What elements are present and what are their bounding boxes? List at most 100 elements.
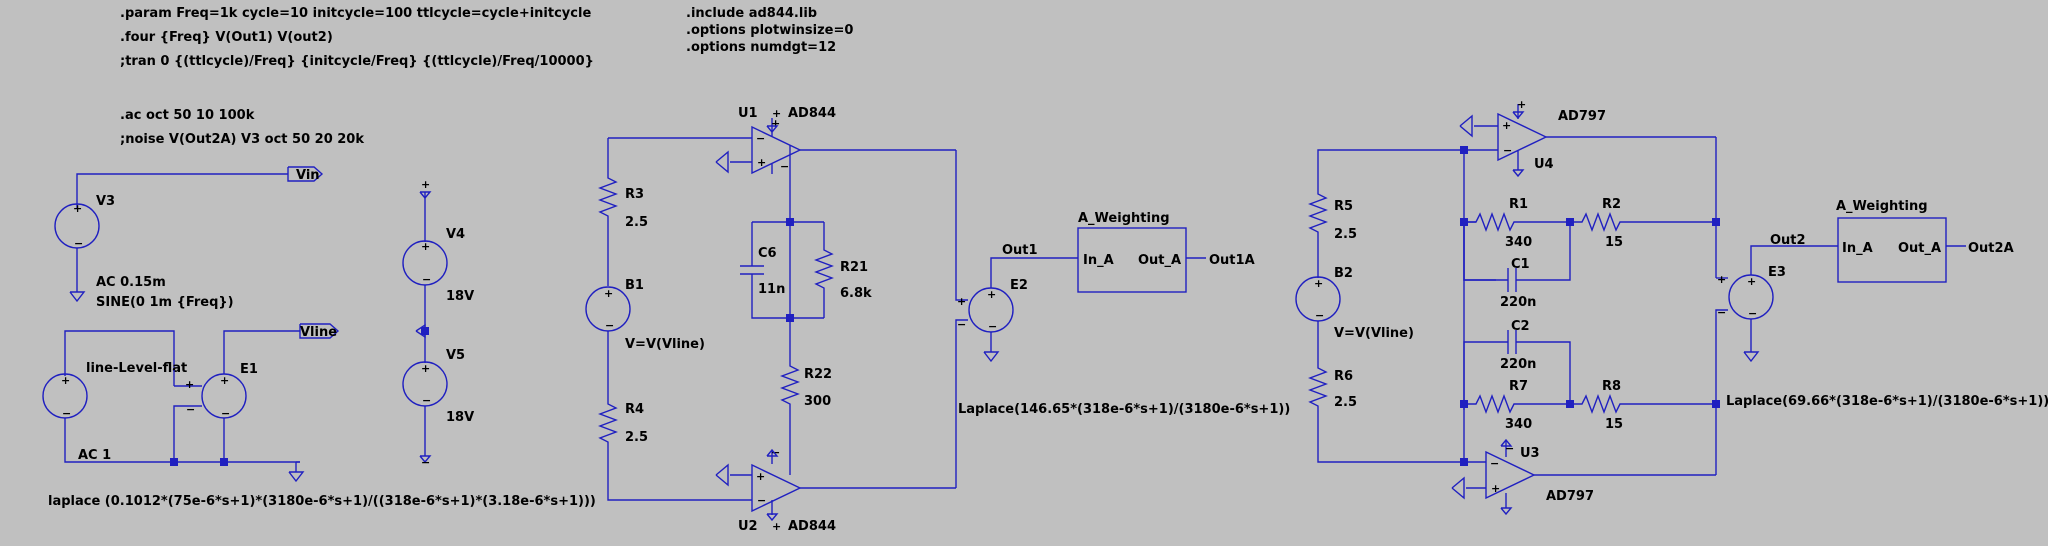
svg-text:+: + (1491, 482, 1500, 495)
r1-name: R1 (1509, 197, 1528, 212)
v3-sine: SINE(0 1m {Freq}) (96, 295, 234, 310)
v3-source[interactable]: + − (54, 173, 288, 303)
r6-name: R6 (1334, 369, 1353, 384)
tran-directive[interactable]: ;tran 0 {(ttlcycle)/Freq} {initcycle/Fre… (120, 54, 594, 69)
c6-r21-network[interactable] (740, 221, 834, 360)
line-level-flat-source[interactable]: + − (42, 330, 300, 463)
r22-resistor[interactable] (780, 360, 800, 475)
svg-text:−: − (605, 319, 614, 332)
svg-text:+: + (421, 240, 430, 253)
svg-text:+: + (61, 374, 70, 387)
e2-name: E2 (1010, 278, 1028, 293)
svg-text:+: + (421, 178, 430, 191)
c6-junction-bottom (786, 314, 794, 322)
line-level-flat-name: line-Level-flat (86, 361, 187, 376)
r6-value: 2.5 (1334, 395, 1357, 410)
ground-flag-mid (415, 323, 426, 339)
vline-net-label: Vline (300, 325, 337, 340)
c6-value: 11n (758, 282, 785, 297)
numdgt-directive[interactable]: .options numdgt=12 (686, 40, 836, 55)
svg-text:−: − (421, 456, 430, 469)
vline-net-flag (299, 323, 340, 339)
v5-supply[interactable]: + − − (402, 335, 448, 469)
include-directive[interactable]: .include ad844.lib (686, 6, 817, 21)
a-weighting-block-1[interactable] (1077, 227, 1206, 293)
v3-name: V3 (96, 194, 115, 209)
r2-value: 15 (1605, 235, 1623, 250)
aw2-title: A_Weighting (1836, 199, 1928, 214)
out1a-net-label: Out1A (1209, 253, 1255, 268)
u3-opamp[interactable]: − + − (1451, 320, 1717, 516)
upper-feedback-network[interactable] (1463, 212, 1716, 292)
e1-name: E1 (240, 362, 258, 377)
r7-name: R7 (1509, 379, 1528, 394)
svg-text:−: − (1503, 144, 1512, 157)
lower-junction-mid (1566, 400, 1574, 408)
r3-name: R3 (625, 187, 644, 202)
upper-junction-left (1460, 218, 1468, 226)
svg-text:−: − (771, 446, 780, 459)
ac-directive[interactable]: .ac oct 50 10 100k (120, 108, 255, 123)
v3-ac: AC 0.15m (96, 275, 166, 290)
c1-name: C1 (1511, 257, 1530, 272)
r22-name: R22 (804, 367, 832, 382)
v4-name: V4 (446, 227, 465, 242)
b2-value: V=V(Vline) (1334, 326, 1414, 341)
svg-text:+: + (1502, 119, 1511, 132)
e1-ground (288, 471, 305, 483)
u1-model: AD844 (788, 106, 836, 121)
noise-directive[interactable]: ;noise V(Out2A) V3 oct 50 20 20k (120, 132, 364, 147)
four-directive[interactable]: .four {Freq} V(Out1) V(out2) (120, 30, 333, 45)
e1-junction-1 (170, 458, 178, 466)
b1-source[interactable]: + − (585, 286, 631, 398)
v5-value: 18V (446, 410, 474, 425)
svg-text:−: − (988, 320, 997, 333)
e1-source[interactable]: + − + − (173, 330, 300, 462)
r7-value: 340 (1505, 417, 1532, 432)
svg-text:−: − (62, 407, 71, 420)
svg-text:−: − (422, 394, 431, 407)
svg-text:+: + (771, 117, 780, 130)
e2-laplace: Laplace(146.65*(318e-6*s+1)/(3180e-6*s+1… (958, 402, 1290, 417)
c6-junction-top (786, 218, 794, 226)
r22-value: 300 (804, 394, 831, 409)
upper-junction-mid (1566, 218, 1574, 226)
vin-net-flag (287, 166, 324, 182)
svg-text:+: + (1517, 98, 1526, 111)
v5-name: V5 (446, 348, 465, 363)
v4-value: 18V (446, 289, 474, 304)
param-directive[interactable]: .param Freq=1k cycle=10 initcycle=100 tt… (120, 6, 591, 21)
svg-text:+: + (957, 295, 966, 308)
u3-model: AD797 (1546, 489, 1594, 504)
out2a-net-label: Out2A (1968, 241, 2014, 256)
lower-feedback-network[interactable] (1463, 330, 1716, 414)
a-weighting-block-2[interactable] (1837, 217, 1966, 283)
aw1-in: In_A (1083, 253, 1114, 268)
aw2-out: Out_A (1898, 241, 1941, 256)
u1-opamp[interactable]: − + + − (608, 117, 956, 222)
svg-text:−: − (1505, 442, 1514, 455)
svg-text:+: + (220, 374, 229, 387)
v4-supply[interactable]: + + − (402, 178, 448, 331)
e3-source[interactable]: + − + − (1715, 245, 1838, 363)
u4-name: U4 (1534, 157, 1554, 172)
svg-text:−: − (422, 273, 431, 286)
r3-value: 2.5 (625, 215, 648, 230)
e2-source[interactable]: + − + − (955, 150, 1078, 488)
r3-resistor[interactable] (598, 138, 618, 286)
r5-resistor[interactable] (1308, 149, 1464, 278)
u4-opamp[interactable]: + − + (1459, 98, 1716, 410)
r6-resistor[interactable] (1308, 364, 1464, 463)
u2-opamp[interactable]: + − − (715, 446, 956, 522)
out1-net-label: Out1 (1002, 243, 1038, 258)
aw1-out: Out_A (1138, 253, 1181, 268)
svg-text:+: + (1314, 277, 1323, 290)
svg-text:−: − (1315, 309, 1324, 322)
r4-resistor[interactable] (598, 398, 752, 501)
plotwinsize-directive[interactable]: .options plotwinsize=0 (686, 23, 853, 38)
svg-text:+: + (604, 287, 613, 300)
b2-source[interactable]: + − (1295, 276, 1341, 364)
u3-junction (1460, 458, 1468, 466)
e3-laplace: Laplace(69.66*(318e-6*s+1)/(3180e-6*s+1)… (1726, 394, 2048, 409)
